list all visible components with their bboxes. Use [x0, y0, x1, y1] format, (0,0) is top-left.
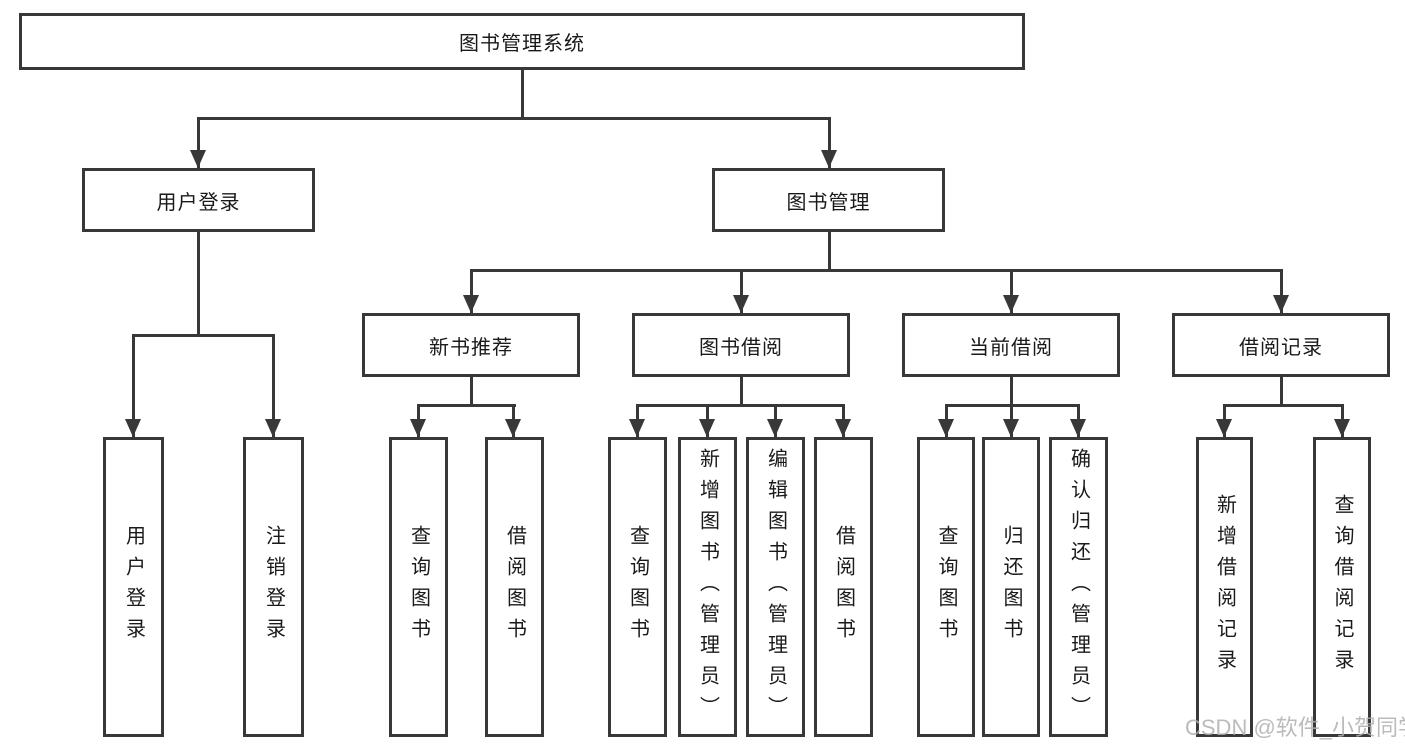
connector-new-book-recommend-hbar — [417, 404, 516, 407]
arrowhead-bb-edit — [767, 419, 783, 437]
connector-book-borrow-stem — [740, 377, 743, 407]
leaf-br-query-record: 查询借阅记录 — [1313, 437, 1371, 737]
node-current-borrow: 当前借阅 — [902, 313, 1120, 377]
leaf-br-add-record: 新增借阅记录 — [1196, 437, 1253, 737]
arrowhead-nbr-query — [410, 419, 426, 437]
connector-drop-book-borrow — [740, 269, 743, 313]
leaf-cb-query-books: 查询图书 — [917, 437, 975, 737]
arrowhead-logout — [265, 419, 281, 437]
arrowhead-cb-confirm — [1070, 419, 1086, 437]
arrowhead-book-borrow — [733, 295, 749, 313]
arrowhead-do-login — [125, 419, 141, 437]
connector-drop-logout — [272, 334, 275, 437]
arrowhead-nbr-borrow — [505, 419, 521, 437]
connector-current-borrow-stem — [1010, 377, 1013, 407]
leaf-bb-add-books-admin-label: 新增图书（管理员） — [696, 447, 719, 727]
arrowhead-bb-add — [699, 419, 715, 437]
connector-user-login-hbar — [132, 334, 275, 337]
leaf-bb-add-books-admin: 新增图书（管理员） — [678, 437, 737, 737]
leaf-bb-edit-books-admin: 编辑图书（管理员） — [746, 437, 805, 737]
leaf-cb-return-books: 归还图书 — [982, 437, 1040, 737]
leaf-user-login: 用户登录 — [103, 437, 164, 737]
leaf-cb-confirm-return-admin: 确认归还（管理员） — [1049, 437, 1108, 737]
connector-root-hbar — [197, 117, 831, 120]
connector-drop-do-login — [132, 334, 135, 437]
connector-book-management-stem — [828, 232, 831, 271]
leaf-br-add-record-label: 新增借阅记录 — [1213, 494, 1236, 680]
leaf-bb-borrow-books-label: 借阅图书 — [832, 525, 855, 649]
connector-borrow-records-hbar — [1223, 404, 1344, 407]
connector-book-management-hbar — [470, 269, 1283, 272]
leaf-logout: 注销登录 — [243, 437, 304, 737]
connector-drop-borrow-records — [1280, 269, 1283, 313]
leaf-logout-label: 注销登录 — [262, 525, 285, 649]
arrowhead-bb-borrow — [835, 419, 851, 437]
leaf-cb-query-books-label: 查询图书 — [935, 525, 957, 649]
connector-drop-user-login — [197, 117, 200, 168]
leaf-nbr-query-books: 查询图书 — [389, 437, 448, 737]
connector-borrow-records-stem — [1280, 377, 1283, 407]
node-user-login: 用户登录 — [82, 168, 315, 232]
leaf-nbr-query-books-label: 查询图书 — [407, 525, 430, 649]
arrowhead-new-book-recommend — [463, 295, 479, 313]
arrowhead-bb-query — [629, 419, 645, 437]
arrowhead-user-login — [190, 150, 206, 168]
node-new-book-recommend: 新书推荐 — [362, 313, 580, 377]
node-library-management-system: 图书管理系统 — [19, 13, 1025, 70]
connector-root-stem — [521, 68, 524, 119]
arrowhead-br-query — [1334, 419, 1350, 437]
connector-drop-current-borrow — [1010, 269, 1013, 313]
leaf-cb-return-books-label: 归还图书 — [1000, 525, 1022, 649]
leaf-br-query-record-label: 查询借阅记录 — [1331, 494, 1353, 680]
arrowhead-cb-return — [1003, 419, 1019, 437]
arrowhead-borrow-records — [1273, 295, 1289, 313]
connector-user-login-stem — [197, 232, 200, 336]
leaf-user-login-label: 用户登录 — [122, 525, 145, 649]
leaf-bb-query-books-label: 查询图书 — [626, 525, 649, 649]
connector-book-borrow-hbar — [636, 404, 845, 407]
arrowhead-br-add — [1216, 419, 1232, 437]
node-book-borrow: 图书借阅 — [632, 313, 850, 377]
leaf-nbr-borrow-books-label: 借阅图书 — [503, 525, 526, 649]
connector-new-book-recommend-stem — [470, 377, 473, 407]
arrowhead-current-borrow — [1003, 295, 1019, 313]
node-borrow-records: 借阅记录 — [1172, 313, 1390, 377]
leaf-bb-edit-books-admin-label: 编辑图书（管理员） — [764, 447, 787, 727]
leaf-cb-confirm-return-admin-label: 确认归还（管理员） — [1067, 447, 1090, 727]
leaf-bb-query-books: 查询图书 — [608, 437, 667, 737]
csdn-watermark: CSDN @软件_小贺同学 — [1185, 715, 1405, 740]
arrowhead-book-management — [821, 150, 837, 168]
node-book-management: 图书管理 — [712, 168, 945, 232]
leaf-bb-borrow-books: 借阅图书 — [814, 437, 873, 737]
leaf-nbr-borrow-books: 借阅图书 — [485, 437, 544, 737]
connector-drop-new-book-recommend — [470, 269, 473, 313]
connector-drop-book-management — [828, 117, 831, 168]
arrowhead-cb-query — [938, 419, 954, 437]
